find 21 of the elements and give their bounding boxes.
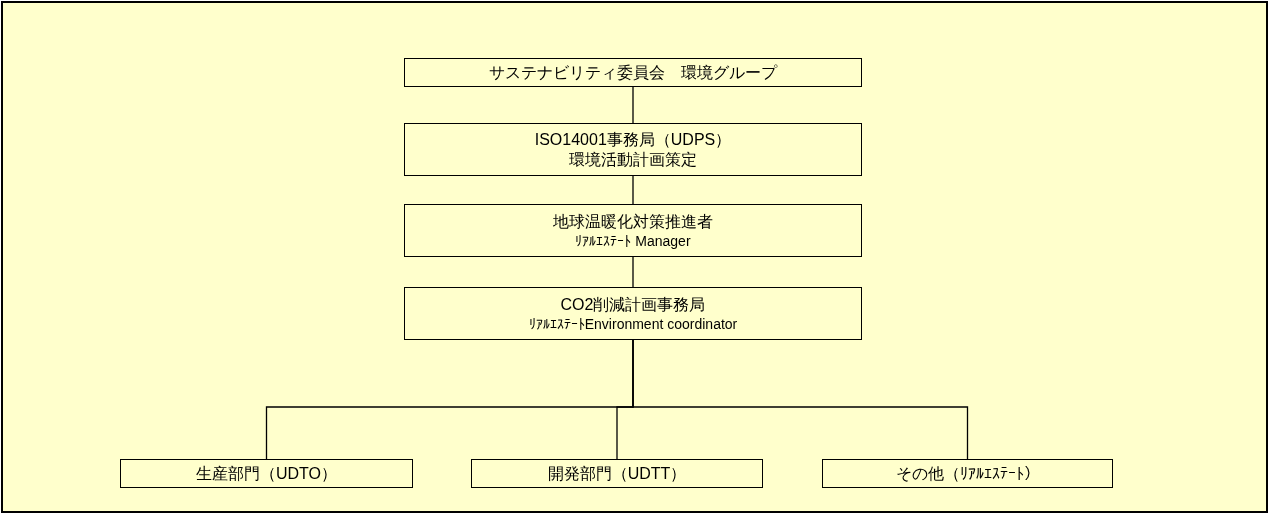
box-title: 地球温暖化対策推進者	[553, 211, 713, 232]
box-title: CO2削減計画事務局	[560, 294, 706, 315]
box-subtitle: 環境活動計画策定	[569, 149, 697, 170]
org-box	[404, 204, 862, 257]
box-title: サステナビリティ委員会 環境グループ	[489, 62, 777, 83]
connector-line	[632, 256, 634, 288]
connector-line	[632, 339, 969, 460]
org-box	[120, 459, 413, 488]
box-title: その他（ﾘｱﾙｴｽﾃｰﾄ）	[895, 463, 1040, 484]
org-box	[404, 123, 862, 176]
org-box	[404, 58, 862, 87]
box-title: ISO14001事務局（UDPS）	[534, 129, 732, 150]
box-title: 生産部門（UDTO）	[195, 463, 337, 484]
org-box	[404, 287, 862, 340]
connector-line	[632, 175, 634, 205]
box-subtitle: ﾘｱﾙｴｽﾃｰﾄEnvironment coordinator	[528, 314, 738, 333]
connector-line	[632, 86, 634, 124]
box-subtitle: ﾘｱﾙｴｽﾃｰﾄ Manager	[575, 231, 691, 250]
box-title: 開発部門（UDTT）	[547, 463, 687, 484]
org-box	[471, 459, 763, 488]
org-box	[822, 459, 1113, 488]
